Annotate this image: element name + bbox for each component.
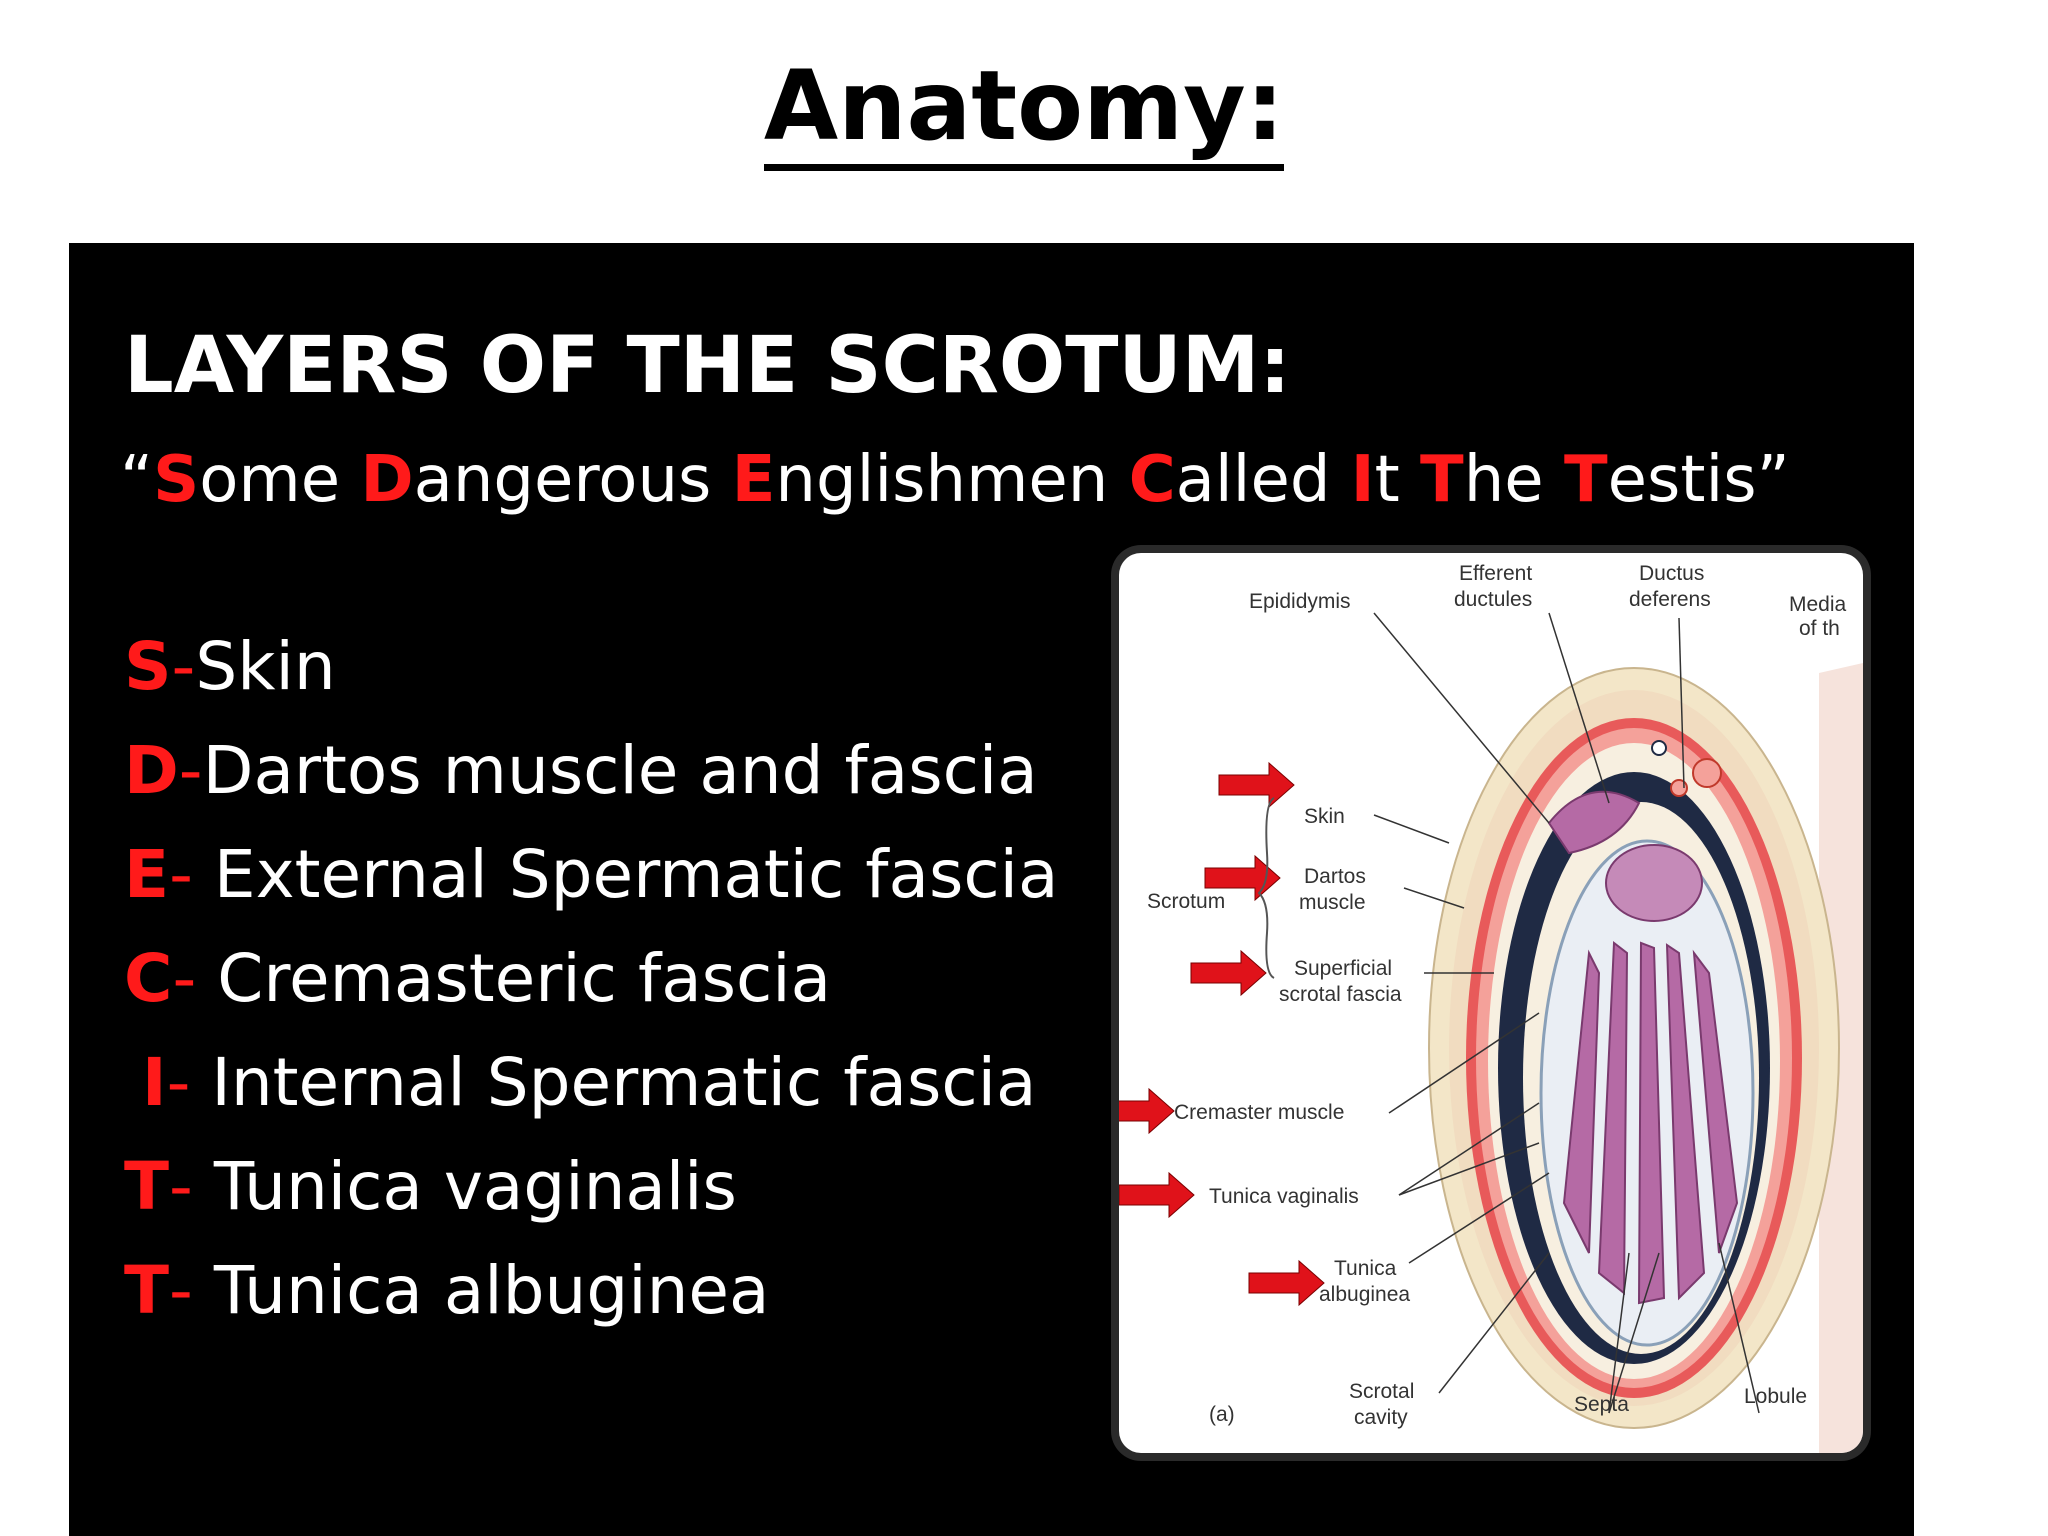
mnemonic-initial: T: [1563, 443, 1608, 517]
mnemonic-word: angerous: [413, 443, 732, 517]
layer-item: I- Internal Spermatic fascia: [142, 1044, 1036, 1121]
layer-text: Cremasteric fascia: [217, 940, 832, 1017]
page-title: Anatomy:: [0, 50, 2048, 171]
mnemonic-initial: S: [153, 443, 200, 517]
label-septa: Septa: [1574, 1393, 1629, 1416]
label-superficial-2: scrotal fascia: [1279, 983, 1402, 1006]
label-median-1: Media: [1789, 593, 1847, 616]
label-efferent-2: ductules: [1454, 588, 1532, 611]
layer-dash: -: [172, 940, 218, 1017]
slide-panel: LAYERS OF THE SCROTUM: “Some Dangerous E…: [69, 243, 1914, 1536]
layer-item: E- External Spermatic fascia: [124, 836, 1058, 913]
layer-letter: I: [142, 1044, 167, 1121]
label-lobule: Lobule: [1744, 1385, 1807, 1408]
layer-text: External Spermatic fascia: [213, 836, 1059, 913]
diagram-svg: Epididymis Efferent ductules Ductus defe…: [1119, 562, 1863, 1453]
layer-item: C- Cremasteric fascia: [124, 940, 831, 1017]
label-dartos-1: Dartos: [1304, 865, 1366, 888]
layer-letter: S: [124, 628, 172, 705]
scrotum-cross-section-diagram: Epididymis Efferent ductules Ductus defe…: [1119, 553, 1863, 1453]
mnemonic-initial: T: [1420, 443, 1464, 517]
layer-letter: D: [124, 732, 179, 809]
layer-dash: -: [169, 1252, 214, 1329]
slide-heading: LAYERS OF THE SCROTUM:: [124, 321, 1291, 411]
layer-item: T- Tunica vaginalis: [124, 1148, 737, 1225]
layer-letter: T: [124, 1252, 170, 1329]
label-epididymis: Epididymis: [1249, 590, 1351, 613]
layer-text: Internal Spermatic fascia: [211, 1044, 1037, 1121]
label-median-2: of th: [1799, 617, 1840, 640]
layer-dash: -: [166, 1044, 212, 1121]
label-skin: Skin: [1304, 805, 1345, 828]
layer-dash: -: [178, 732, 203, 809]
mnemonic-initial: D: [360, 443, 414, 517]
mnemonic-initial: C: [1128, 443, 1176, 517]
label-ductus-2: deferens: [1629, 588, 1711, 611]
label-scrotal-cavity-2: cavity: [1354, 1406, 1408, 1429]
layer-letter: E: [124, 836, 170, 913]
label-efferent-1: Efferent: [1459, 562, 1532, 585]
layer-letter: T: [124, 1148, 170, 1225]
label-tunica-vaginalis: Tunica vaginalis: [1209, 1185, 1359, 1208]
mnemonic-word: alled: [1175, 443, 1351, 517]
layer-text: Tunica albuginea: [213, 1252, 770, 1329]
label-scrotum: Scrotum: [1147, 890, 1225, 913]
mnemonic-word: “: [120, 443, 154, 517]
mnemonic-line: “Some Dangerous Englishmen Called It The…: [120, 443, 1790, 517]
label-panel-a: (a): [1209, 1403, 1235, 1426]
mnemonic-word: t: [1374, 443, 1421, 517]
layer-text: Tunica vaginalis: [213, 1148, 737, 1225]
layer-letter: C: [124, 940, 173, 1017]
mnemonic-initial: I: [1350, 443, 1375, 517]
layer-dash: -: [169, 1148, 214, 1225]
label-ductus-1: Ductus: [1639, 562, 1704, 585]
layer-item: T- Tunica albuginea: [124, 1252, 769, 1329]
layer-dash: -: [171, 628, 196, 705]
page-title-text: Anatomy:: [763, 50, 1285, 171]
mnemonic-initial: E: [731, 443, 776, 517]
layer-item: D-Dartos muscle and fascia: [124, 732, 1038, 809]
layer-item: S-Skin: [124, 628, 336, 705]
label-superficial-1: Superficial: [1294, 957, 1392, 980]
layer-dash: -: [169, 836, 214, 913]
mnemonic-word: ome: [199, 443, 361, 517]
label-scrotal-cavity-1: Scrotal: [1349, 1380, 1414, 1403]
label-tunica-albuginea-2: albuginea: [1319, 1283, 1410, 1306]
label-tunica-albuginea-1: Tunica: [1334, 1257, 1397, 1280]
mnemonic-word: he: [1463, 443, 1564, 517]
mnemonic-word: nglishmen: [775, 443, 1129, 517]
layer-text: Skin: [195, 628, 336, 705]
label-cremaster: Cremaster muscle: [1174, 1101, 1344, 1124]
layer-text: Dartos muscle and fascia: [202, 732, 1038, 809]
label-dartos-2: muscle: [1299, 891, 1366, 914]
mnemonic-word: estis”: [1607, 443, 1790, 517]
